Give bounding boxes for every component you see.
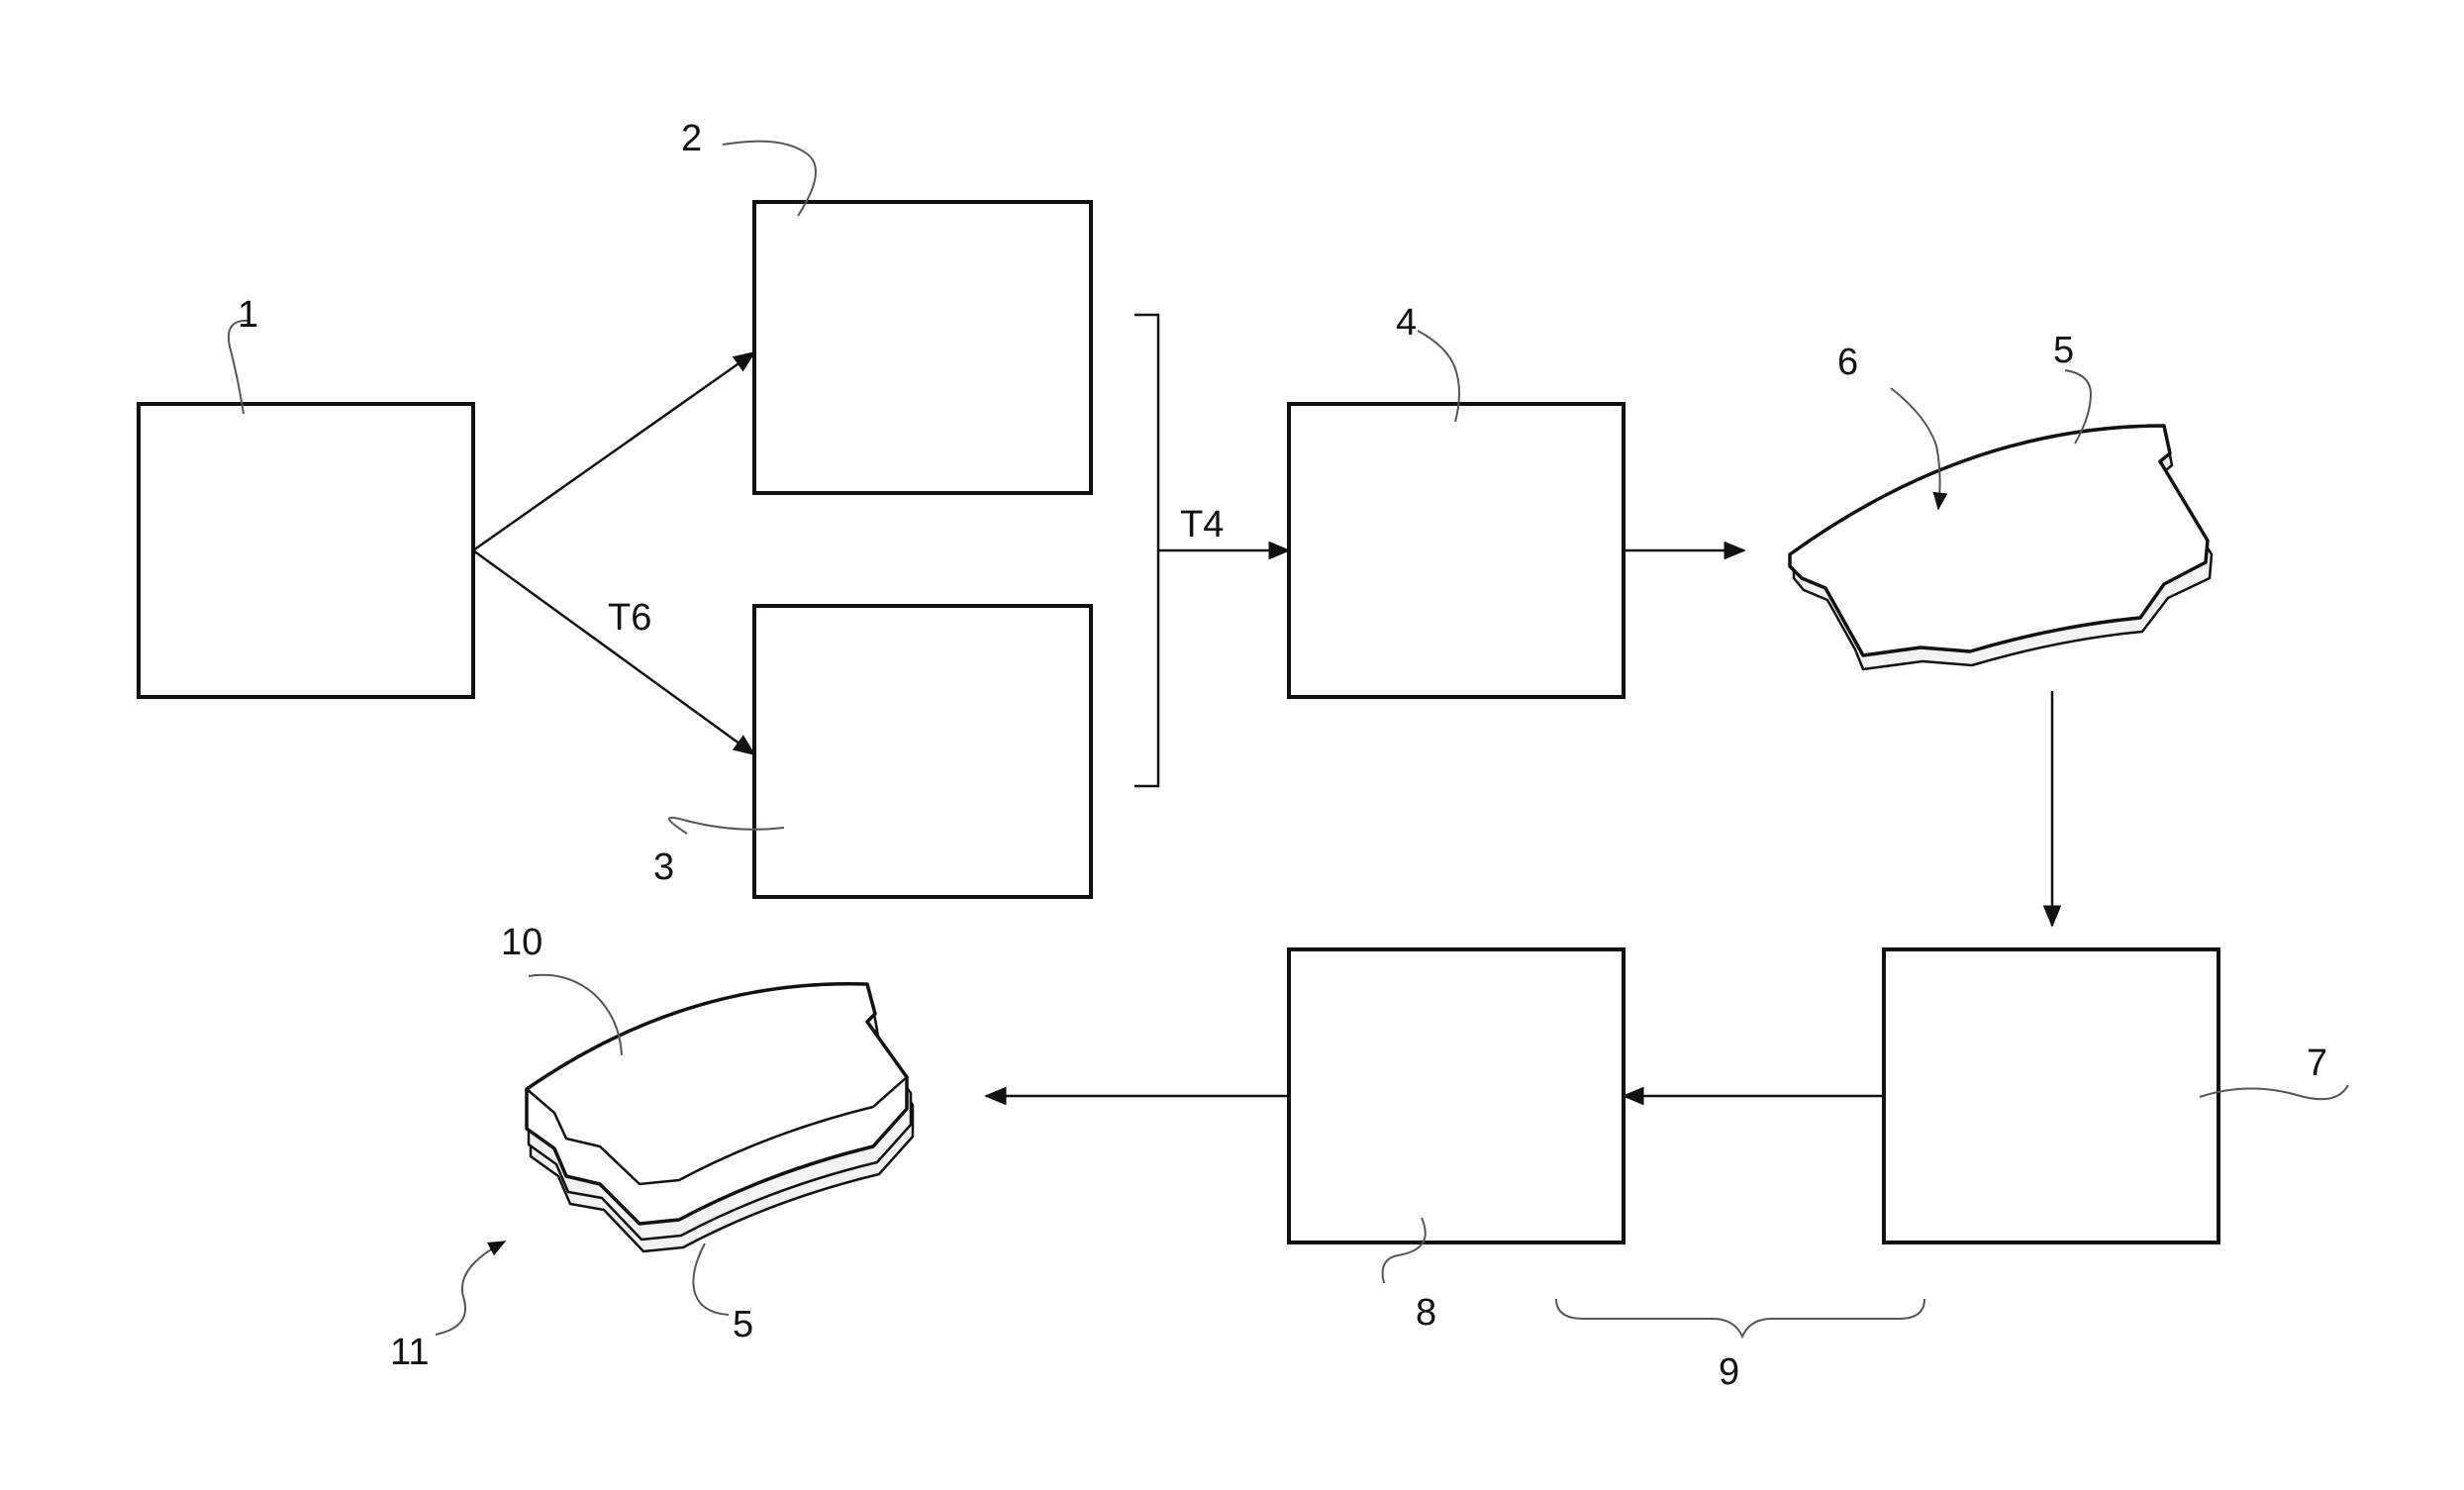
label-10: 10 — [501, 922, 542, 963]
box-3 — [754, 606, 1091, 897]
label-9: 9 — [1719, 1351, 1739, 1393]
label-11: 11 — [390, 1332, 429, 1373]
label-t4: T4 — [1180, 504, 1224, 546]
arrow-1-to-2 — [473, 352, 754, 550]
box-1 — [139, 404, 473, 697]
label-2: 2 — [681, 118, 702, 159]
box-7 — [1884, 949, 2218, 1242]
label-3: 3 — [653, 846, 674, 888]
box-2 — [754, 202, 1091, 493]
leader-11 — [436, 1242, 505, 1335]
leader-7 — [2200, 1085, 2348, 1099]
brake-pad-upper — [1790, 426, 2212, 669]
brace-9 — [1556, 1299, 1924, 1337]
arrow-1-to-3 — [473, 550, 754, 754]
label-1: 1 — [238, 294, 258, 336]
label-4: 4 — [1396, 302, 1417, 344]
label-7: 7 — [2307, 1043, 2327, 1084]
box-8 — [1289, 949, 1624, 1242]
label-5-lower: 5 — [733, 1304, 753, 1345]
label-8: 8 — [1416, 1292, 1436, 1334]
label-6: 6 — [1837, 342, 1858, 383]
bracket-2-3 — [1134, 315, 1158, 786]
label-t6: T6 — [608, 597, 651, 639]
label-5-upper: 5 — [2053, 330, 2074, 371]
leader-5-lower — [693, 1243, 729, 1315]
brake-pad-assembly — [527, 984, 913, 1251]
box-4 — [1289, 404, 1624, 697]
